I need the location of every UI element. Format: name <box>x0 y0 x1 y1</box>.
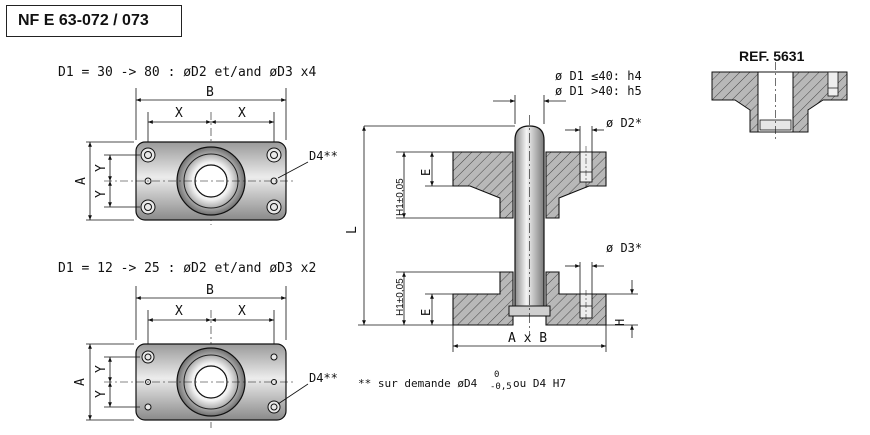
top-dim-a: A <box>74 177 89 185</box>
length-label: L <box>345 226 360 234</box>
e-upper-label: E <box>419 169 433 176</box>
bottom-plan-title: D1 = 12 -> 25 : øD2 et/and øD3 x2 <box>58 261 316 276</box>
footnote-prefix: ** sur demande øD4 <box>358 377 478 390</box>
top-dim-b: B <box>206 85 214 100</box>
bottom-dim-y-top: Y <box>94 365 109 373</box>
top-dim-x-left: X <box>175 106 183 121</box>
d1-large-tolerance: ø D1 >40: h5 <box>555 84 642 98</box>
top-plan-view: D1 = 30 -> 80 : øD2 et/and øD3 x4 B X X <box>58 65 338 225</box>
e-lower-label: E <box>419 309 433 316</box>
top-dim-x-right: X <box>238 106 246 121</box>
top-dim-y-top: Y <box>94 164 109 172</box>
d1-small-tolerance: ø D1 ≤40: h4 <box>555 69 642 83</box>
top-label-d4: D4** <box>309 149 338 163</box>
top-plan-title: D1 = 30 -> 80 : øD2 et/and øD3 x4 <box>58 65 316 80</box>
footnote-tol-lower: -0,5 <box>490 382 512 392</box>
bottom-dim-y-bottom: Y <box>94 390 109 398</box>
bottom-dim-x-left: X <box>175 304 183 319</box>
d3-label: ø D3* <box>606 241 642 255</box>
axb-label: A x B <box>508 331 547 346</box>
d2-label: ø D2* <box>606 116 642 130</box>
section-view: ø D1 ≤40: h4 ø D1 >40: h5 ø D2* ø D3* H … <box>345 69 642 352</box>
bottom-dim-b: B <box>206 283 214 298</box>
h1-lower-label: H1±0,05 <box>395 278 406 316</box>
h-label: H <box>613 319 627 326</box>
bottom-dim-x-right: X <box>238 304 246 319</box>
reference-label: REF. 5631 <box>739 48 805 64</box>
bottom-label-d4: D4** <box>309 371 338 385</box>
footnote-suffix: ou D4 H7 <box>513 377 566 390</box>
bottom-dim-a: A <box>73 378 88 386</box>
bottom-plan-view: D1 = 12 -> 25 : øD2 et/and øD3 x2 B X X … <box>58 261 338 428</box>
footnote: ** sur demande øD4 0 -0,5 ou D4 H7 <box>358 370 566 392</box>
ref-5631-section <box>711 62 848 140</box>
footnote-tol-upper: 0 <box>494 370 499 380</box>
top-dim-y-bottom: Y <box>94 190 109 198</box>
h1-upper-label: H1±0,05 <box>395 178 406 216</box>
standard-title: NF E 63-072 / 073 <box>6 5 182 37</box>
